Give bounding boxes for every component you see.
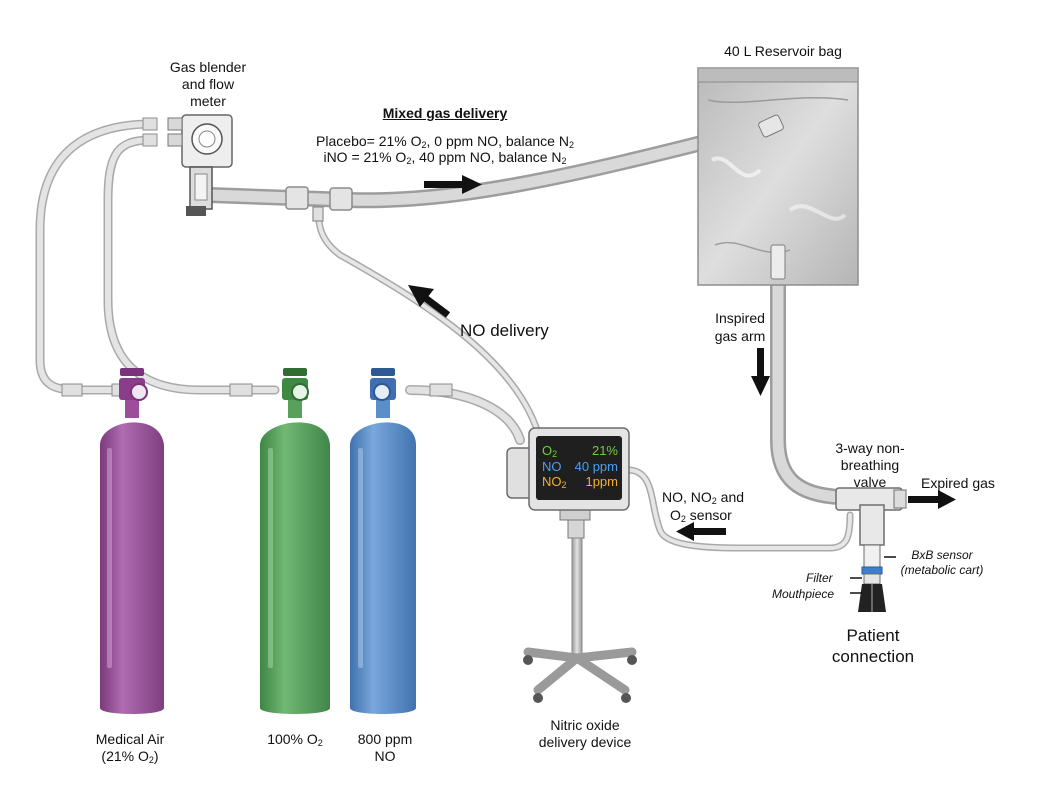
screen-no2-label: NO bbox=[542, 474, 562, 489]
screen-no-value: 40 ppm bbox=[574, 459, 618, 474]
oxygen-label: 100% O2 bbox=[267, 731, 323, 748]
expired-gas-label: Expired gas bbox=[921, 475, 995, 491]
bxb-sensor-label: BxB sensor (metabolic cart) bbox=[900, 548, 984, 577]
medical-air-cylinder bbox=[100, 368, 164, 714]
three-way-valve bbox=[835, 487, 907, 546]
gas-blender-label: Gas blender and flow meter bbox=[169, 59, 247, 109]
sensor-arrow bbox=[676, 522, 726, 541]
valve-label: 3-way non- breathing valve bbox=[835, 440, 905, 490]
sensor-label: NO, NO2 and O2 sensor bbox=[662, 489, 745, 524]
no-delivery-arrow bbox=[408, 285, 451, 318]
nitric-oxide-device bbox=[506, 427, 637, 703]
no-delivery-label: NO delivery bbox=[460, 321, 549, 340]
inspired-arm-label: Inspired gas arm bbox=[714, 310, 766, 344]
screen-no-label: NO bbox=[542, 459, 562, 474]
gas-blender bbox=[167, 114, 233, 216]
nitric-oxide-cylinder-label: 800 ppm NO bbox=[357, 731, 413, 764]
patient-connection-label: Patient connection bbox=[831, 626, 915, 666]
filter-label: Filter bbox=[806, 571, 833, 585]
screen-no-row: NO 40 ppm bbox=[542, 459, 618, 474]
screen-no2-value: 1ppm bbox=[585, 474, 618, 489]
screen-o2-row: O2 21% bbox=[542, 443, 618, 459]
screen-o2-label: O bbox=[542, 443, 553, 458]
placebo-line: Placebo= 21% O2, 0 ppm NO, balance N2 bbox=[316, 133, 574, 150]
expired-arrow bbox=[908, 490, 956, 509]
medical-air-label: Medical Air (21% O2) bbox=[95, 731, 165, 765]
mouthpiece-label: Mouthpiece bbox=[772, 587, 835, 601]
screen-o2-value: 21% bbox=[591, 443, 618, 458]
tubing bbox=[35, 119, 854, 552]
flow-arrows bbox=[408, 175, 956, 541]
inspired-arrow bbox=[751, 348, 770, 396]
leader-lines bbox=[850, 556, 896, 594]
patient-connector bbox=[858, 544, 886, 612]
screen-no2-row: NO2 1ppm bbox=[542, 474, 618, 490]
reservoir-bag-label: 40 L Reservoir bag bbox=[724, 43, 842, 59]
oxygen-cylinder bbox=[260, 368, 330, 714]
nitric-oxide-cylinder bbox=[350, 368, 416, 714]
reservoir-bag bbox=[697, 67, 859, 286]
mixed-gas-title: Mixed gas delivery bbox=[382, 105, 508, 121]
mixed-gas-arrow bbox=[424, 175, 482, 194]
nitric-device-label: Nitric oxide delivery device bbox=[538, 717, 632, 750]
ino-line: iNO = 21% O2, 40 ppm NO, balance N2 bbox=[323, 149, 567, 166]
